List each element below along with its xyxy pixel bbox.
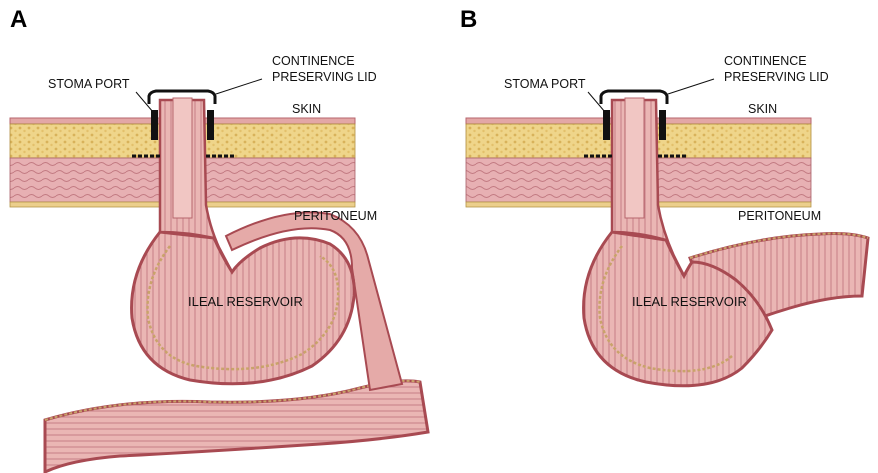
port-left-wall [151,110,158,140]
panel-b-letter: B [460,6,477,33]
label-skin: SKIN [748,102,777,116]
label-lid-line1: CONTINENCE [724,54,807,68]
port-left-wall [603,110,610,140]
conduit-lumen [173,98,192,218]
port-right-wall [659,110,666,140]
panel-b: B STOMA PORT CONTINENCE PRESERVING LID S [460,6,868,386]
panel-a: A STOMA PORT CONTINENCE [10,6,428,472]
label-skin: SKIN [292,102,321,116]
leader-lid [216,79,262,94]
label-reservoir: ILEAL RESERVOIR [632,294,747,309]
port-right-wall [207,110,214,140]
label-stoma-port: STOMA PORT [48,77,130,91]
panel-a-letter: A [10,6,27,33]
label-lid-line2: PRESERVING LID [724,70,829,84]
label-reservoir: ILEAL RESERVOIR [188,294,303,309]
leader-lid [668,79,714,94]
label-lid-line1: CONTINENCE [272,54,355,68]
ileum-segment [45,381,428,472]
label-stoma-port: STOMA PORT [504,77,586,91]
label-lid-line2: PRESERVING LID [272,70,377,84]
conduit-lumen [625,98,644,218]
label-peritoneum: PERITONEUM [294,209,377,223]
label-peritoneum: PERITONEUM [738,209,821,223]
